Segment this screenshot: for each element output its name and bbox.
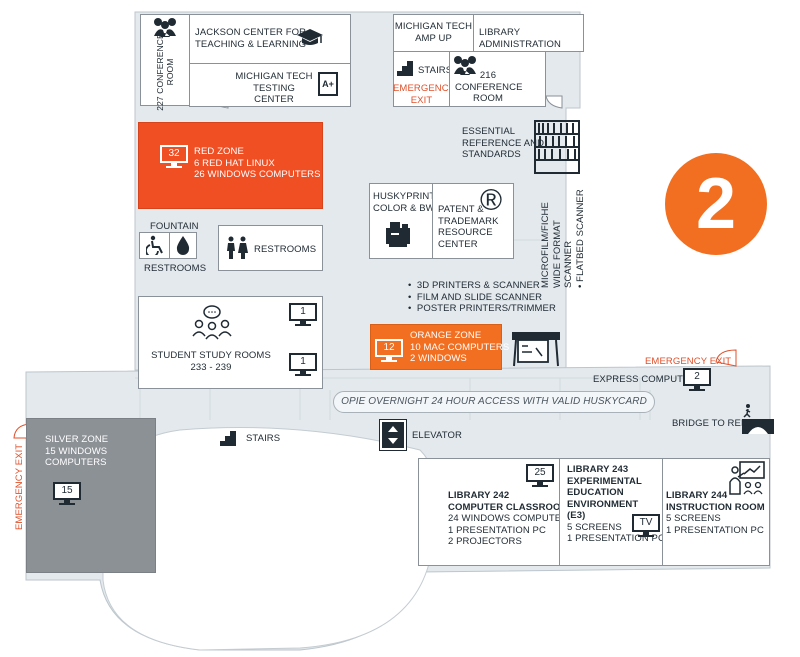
bridge-icon: [740, 402, 776, 441]
restrooms-room: [218, 225, 323, 271]
test-document-icon: A+: [318, 72, 338, 96]
library-243-room[interactable]: [559, 458, 663, 566]
bookshelf-icon: [534, 120, 580, 179]
services-list: • 3D PRINTERS & SCANNER • FILM AND SLIDE…: [408, 280, 556, 314]
fountain-label: FOUNTAIN: [150, 221, 199, 232]
computer-monitor-icon: 15: [53, 482, 81, 506]
stairs-icon: [397, 58, 415, 81]
library-admin-room: [473, 14, 584, 52]
registered-trademark-icon: ®: [480, 184, 503, 217]
printer-icon: [384, 220, 412, 253]
test-grade-label: A+: [322, 79, 334, 89]
water-drop-icon: [175, 235, 191, 260]
stairs-mid-label: STAIRS: [246, 433, 281, 444]
opie-banner: [333, 391, 655, 413]
library-242-room[interactable]: [418, 458, 560, 566]
stairs-top-label: STAIRS: [418, 65, 453, 76]
people-icon: [452, 54, 478, 81]
floor-number: 2: [695, 164, 737, 244]
computer-monitor-icon: 1: [289, 353, 317, 377]
silver-zone[interactable]: [26, 418, 156, 573]
computer-monitor-icon: 32: [160, 145, 188, 169]
orange-zone[interactable]: [370, 324, 502, 370]
elevator-icon: [379, 419, 407, 451]
emergency-exit-left-label: EMERGENCY EXIT: [14, 443, 25, 530]
emergency-exit-right-label: EMERGENCY EXIT: [645, 356, 732, 367]
conference-227-label: 227 CONFERENCE ROOM: [155, 33, 175, 111]
red-zone[interactable]: [138, 122, 323, 209]
opie-banner-label: OPIE OVERNIGHT 24 HOUR ACCESS WITH VALID…: [341, 396, 647, 407]
patent-trademark-room: [432, 183, 514, 259]
restroom-people-icon: [225, 236, 249, 265]
stairwell-top: [393, 51, 450, 107]
express-computers-label: EXPRESS COMPUTERS: [593, 374, 703, 385]
bridge-label: BRIDGE TO REKHI: [672, 418, 758, 429]
computer-monitor-icon: 1: [289, 303, 317, 327]
restrooms-label: RESTROOMS: [254, 244, 317, 255]
computer-monitor-icon: 12: [375, 339, 403, 363]
instruction-presenter-icon: [726, 460, 766, 501]
jackson-center-room: [189, 14, 351, 64]
graduation-cap-icon: [296, 28, 324, 51]
computer-monitor-icon: 2: [683, 368, 711, 392]
stairs-icon: [220, 428, 238, 451]
amp-up-room: [393, 14, 474, 52]
conference-room-227: [140, 14, 190, 106]
tv-screen-icon: TV: [632, 514, 660, 538]
floor-number-badge: [665, 153, 767, 255]
restrooms-left-label: RESTROOMS: [144, 263, 207, 274]
plotter-printer-icon: [510, 328, 562, 373]
people-icon: [152, 16, 178, 43]
wheelchair-icon: [145, 235, 164, 260]
group-study-icon: [190, 304, 234, 345]
computer-monitor-icon: 25: [526, 464, 554, 488]
elevator-label: ELEVATOR: [412, 430, 462, 441]
